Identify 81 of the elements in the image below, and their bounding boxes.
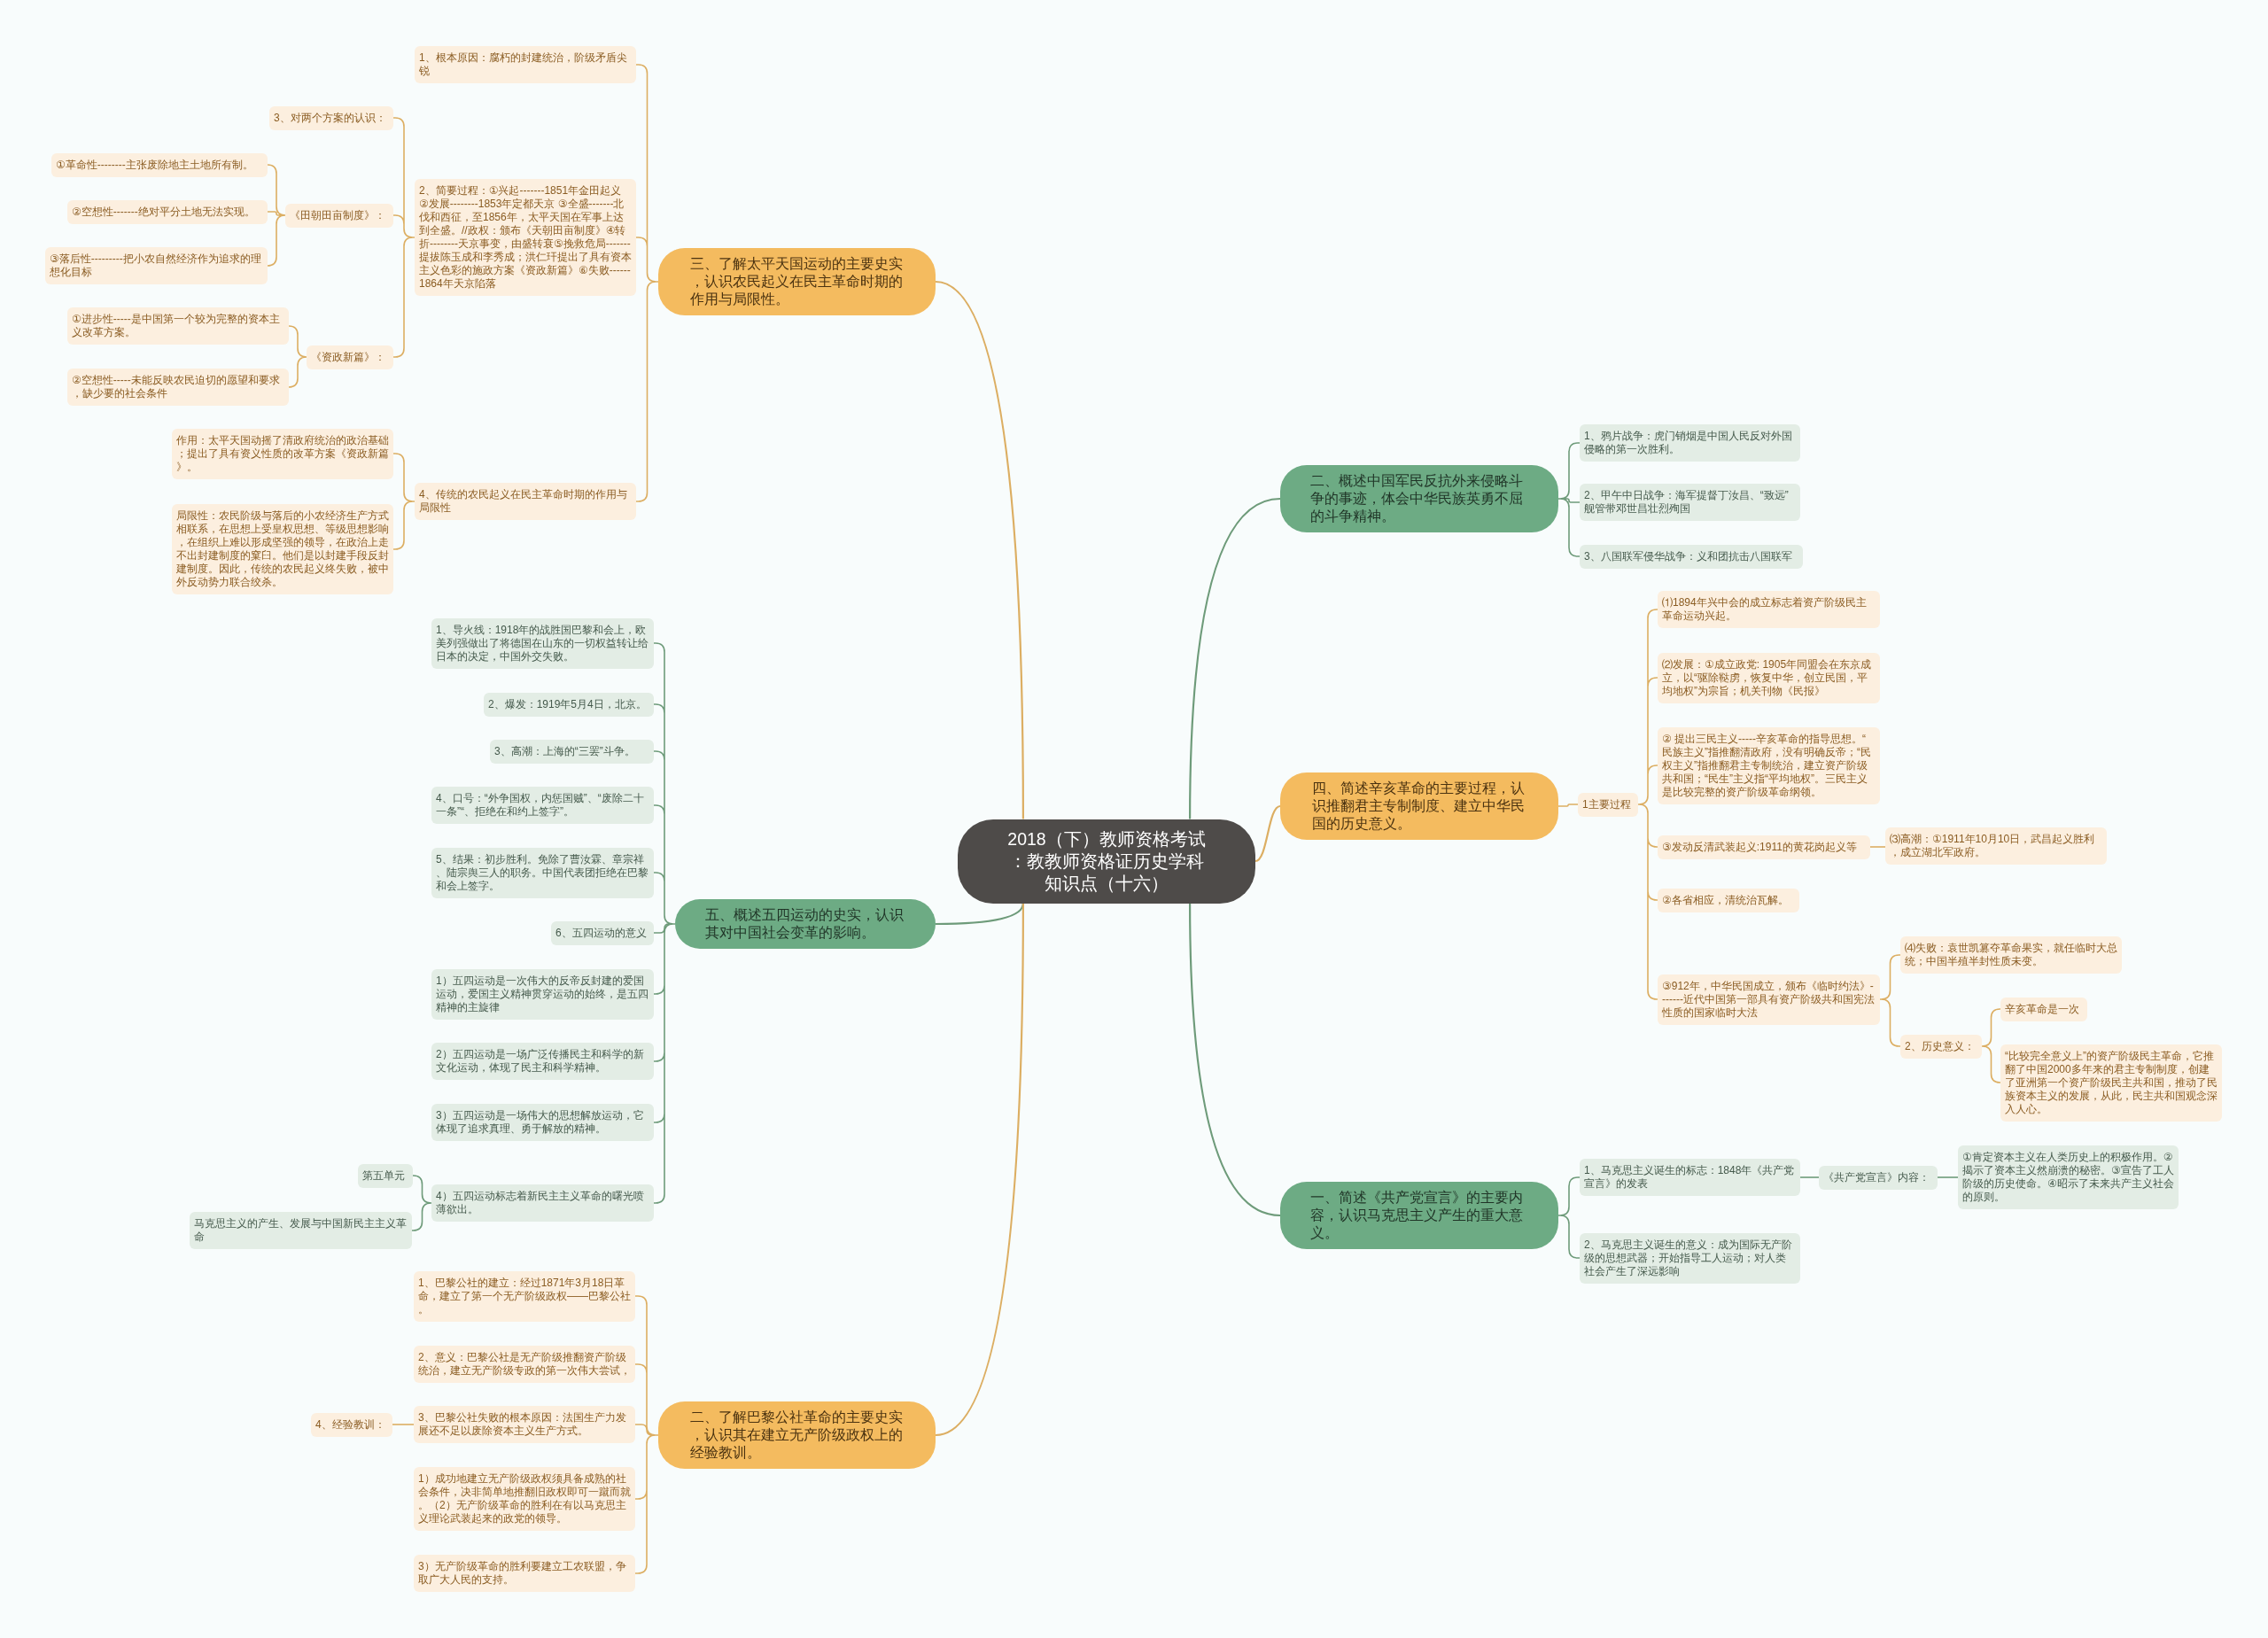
subtopic-box: ⑷失败：袁世凯篡夺革命果实，就任临时大总统；中国半殖半封性质未变。 <box>1900 936 2122 974</box>
branch-topic-box: 三、了解太平天国运动的主要史实，认识农民起义在民主革命时期的作用与局限性。 <box>658 248 936 315</box>
subtopic-box: 3、对两个方案的认识： <box>269 105 393 130</box>
subtopic-box: 第五单元 <box>358 1163 413 1188</box>
subtopic-box: 马克思主义的产生、发展与中国新民主主义革命 <box>190 1212 412 1249</box>
connector-line <box>653 642 676 1204</box>
branch-topic-box: 二、了解巴黎公社革命的主要史实，认识其在建立无产阶级政权上的经验教训。 <box>658 1401 936 1469</box>
subtopic-box: 1、巴黎公社的建立：经过1871年3月18日革命，建立了第一个无产阶级政权——巴黎公社。 <box>414 1270 635 1322</box>
connector-line <box>634 1295 659 1574</box>
connector-line <box>1557 1176 1581 1259</box>
subtopic-box: 2、意义：巴黎公社是无产阶级推翻资产阶级统治，建立无产阶级专政的第一次伟大尝试， <box>414 1346 635 1383</box>
subtopic-box: 3、巴黎公社失败的根本原因：法国生产力发展还不足以废除资本主义生产方式。 <box>414 1406 635 1443</box>
connector-line <box>1879 954 1901 1047</box>
subtopic-box: 6、五四运动的意义 <box>551 920 654 945</box>
subtopic-box: 2、甲午中日战争：海军提督丁汝昌、“致远”舰管带邓世昌壮烈殉国 <box>1580 484 1800 521</box>
connector-line <box>635 64 659 502</box>
connector-line <box>411 1175 432 1231</box>
connector-line <box>1254 804 1281 863</box>
subtopic-box: 3、高潮：上海的“三罢”斗争。 <box>490 739 654 764</box>
subtopic-box: 4、传统的农民起义在民主革命时期的作用与局限性 <box>415 483 636 520</box>
connector-line <box>936 903 1024 926</box>
subtopic-box: ①肯定资本主义在人类历史上的积极作用。②揭示了资本主义然崩溃的秘密。③宣告了工人阶级的历史使命。④昭示了未来共产主义社会的原则。 <box>1958 1145 2179 1209</box>
connector-line <box>1981 1008 2001 1083</box>
subtopic-box: 2、历史意义： <box>1900 1034 1982 1059</box>
subtopic-box: 辛亥革命是一次 <box>2000 997 2087 1021</box>
subtopic-box: ②空想性-----未能反映农民迫切的愿望和要求，缺少要的社会条件 <box>67 369 289 406</box>
subtopic-box: 《共产党宣言》内容： <box>1819 1165 1938 1190</box>
subtopic-box: 2、马克思主义诞生的意义：成为国际无产阶级的思想武器；开始指导工人运动；对人类社会产生了深远影响 <box>1580 1232 1800 1284</box>
subtopic-box: 《田朝田亩制度》： <box>285 203 393 228</box>
subtopic-box: ② 提出三民主义-----辛亥革命的指导思想。“民族主义”指推翻清政府，没有明确反帝；“民权主义”指推翻君主专制统治，建立资产阶级共和国；“民生”主义指“平均地权”。三民主义是比较完整的资产阶级革命纲领。 <box>1658 726 1880 804</box>
subtopic-box: 2）五四运动是一场广泛传播民主和科学的新文化运动，体现了民主和科学精神。 <box>431 1043 654 1080</box>
branch-topic-box: 二、概述中国军民反抗外来侵略斗争的事迹，体会中华民族英勇不屈的斗争精神。 <box>1280 465 1558 532</box>
connector-line <box>1937 1176 1959 1178</box>
subtopic-box: 1、根本原因：腐朽的封建统治，阶级矛盾尖锐 <box>415 46 636 83</box>
connector-line <box>392 117 416 358</box>
connector-line <box>1869 846 1886 848</box>
subtopic-box: 4、口号：“外争国权，内惩国贼”、“废除二十一条”“、拒绝在和约上签字”。 <box>431 787 654 824</box>
subtopic-box: 《资政新篇》： <box>307 345 393 369</box>
subtopic-box: 1、马克思主义诞生的标志：1848年《共产党宣言》的发表 <box>1580 1159 1800 1196</box>
subtopic-box: 4、经验教训： <box>311 1412 392 1437</box>
subtopic-box: ①革命性--------主张废除地主土地所有制。 <box>51 152 268 177</box>
connector-line <box>1189 903 1281 1217</box>
connector-line <box>1557 803 1579 807</box>
subtopic-box: 2、简要过程：①兴起-------1851年金田起义 ②发展--------1853年定都天京 ③全盛-------北伐和西征，至1856年，太平天国在军事上达到全盛。//政权：颁布《天朝田亩制度》④转折--------天京事变，由盛转衰⑤挽救危局-------提拔陈玉成和李秀成；洪仁玕提出了具有资本主义色彩的施政方案《资政新篇》⑥失败------1864年天京陷落 <box>415 179 636 296</box>
central-topic-box: 2018（下）教师资格考试：教教师资格证历史学科知识点（十六） <box>958 819 1255 904</box>
subtopic-box: 3）无产阶级革命的胜利要建立工农联盟，争取广大人民的支持。 <box>414 1555 635 1592</box>
connector-line <box>1557 442 1581 557</box>
subtopic-box: ②各省相应，清统治瓦解。 <box>1658 888 1799 912</box>
connector-line <box>935 280 1024 819</box>
branch-topic-box: 四、简述辛亥革命的主要过程，认识推翻君主专制制度、建立中华民国的历史意义。 <box>1280 772 1558 840</box>
subtopic-box: 4）五四运动标志着新民主主义革命的曙光喷薄欲出。 <box>431 1184 654 1222</box>
subtopic-box: 3）五四运动是一场伟大的思想解放运动，它体现了追求真理、勇于解放的精神。 <box>431 1104 654 1141</box>
subtopic-box: 1主要过程 <box>1578 792 1638 817</box>
connector-line <box>392 453 416 550</box>
subtopic-box: 作用：太平天国动摇了清政府统治的政治基础；提出了具有资义性质的改革方案《资政新篇》。 <box>172 428 393 479</box>
subtopic-box: ⑶高潮：①1911年10月10日，武昌起义胜利，成立湖北军政府。 <box>1885 827 2107 865</box>
subtopic-box: 2、爆发：1919年5月4日，北京。 <box>484 692 654 717</box>
connector-line <box>288 325 307 388</box>
subtopic-box: 3、八国联军侵华战争：义和团抗击八国联军 <box>1580 544 1803 569</box>
subtopic-box: ①进步性-----是中国第一个较为完整的资本主义改革方案。 <box>67 307 289 345</box>
branch-topic-box: 五、概述五四运动的史实，认识其对中国社会变革的影响。 <box>675 899 936 949</box>
connector-line <box>935 903 1024 1437</box>
subtopic-box: ②空想性-------绝对平分土地无法实现。 <box>67 199 268 224</box>
subtopic-box: 1）五四运动是一次伟大的反帝反封建的爱国运动，爱国主义精神贯穿运动的始终，是五四精神的主旋律 <box>431 968 654 1020</box>
connector-line <box>267 164 286 267</box>
branch-topic-box: 一、简述《共产党宣言》的主要内容，认识马克思主义产生的重大意义。 <box>1280 1182 1558 1249</box>
subtopic-box: 1、鸦片战争：虎门销烟是中国人民反对外国侵略的第一次胜利。 <box>1580 424 1800 462</box>
connector-line <box>1637 609 1658 1000</box>
subtopic-box: 5、结果：初步胜利。免除了曹汝霖、章宗祥、陆宗舆三人的职务。中国代表团拒绝在巴黎和会上签字。 <box>431 847 654 898</box>
subtopic-box: 1、导火线：1918年的战胜国巴黎和会上，欧美列强做出了将德国在山东的一切权益转让给日本的决定，中国外交失败。 <box>431 617 654 669</box>
connector-line <box>1799 1176 1820 1178</box>
subtopic-box: 1）成功地建立无产阶级政权须具备成熟的社会条件，决非简单地推翻旧政权即可一蹴而就。（2）无产阶级革命的胜利在有以马克思主义理论武装起来的政党的领导。 <box>414 1467 635 1531</box>
subtopic-box: ③912年，中华民国成立，颁布《临时约法》-------近代中国第一部具有资产阶级共和国宪法性质的国家临时大法 <box>1658 974 1880 1025</box>
subtopic-box: ③发动反清武装起义:1911的黄花岗起义等 <box>1658 835 1870 859</box>
subtopic-box: ⑵发展：①成立政党: 1905年同盟会在东京成立，以“驱除鞑虏，恢复中华，创立民国，平均地权”为宗旨；机关刊物《民报》 <box>1658 652 1880 703</box>
subtopic-box: ③落后性---------把小农自然经济作为追求的理想化目标 <box>45 247 268 284</box>
connector-line <box>1189 497 1281 819</box>
connector-line <box>392 1424 415 1425</box>
subtopic-box: 局限性：农民阶级与落后的小农经济生产方式相联系，在思想上受皇权思想、等级思想影响，在组织上难以形成坚强的领导，在政治上走不出封建制度的窠臼。他们是以封建手段反封建制度。因此，传统的农民起义终失败，被中外反动势力联合绞杀。 <box>172 504 393 594</box>
subtopic-box: “比较完全意义上”的资产阶级民主革命，它推翻了中国2000多年来的君主专制制度，创建了亚洲第一个资产阶级民主共和国，推动了民族资本主义的发展，从此，民主共和国观念深入人心。 <box>2000 1044 2222 1122</box>
subtopic-box: ⑴1894年兴中会的成立标志着资产阶级民主革命运动兴起。 <box>1658 591 1880 628</box>
